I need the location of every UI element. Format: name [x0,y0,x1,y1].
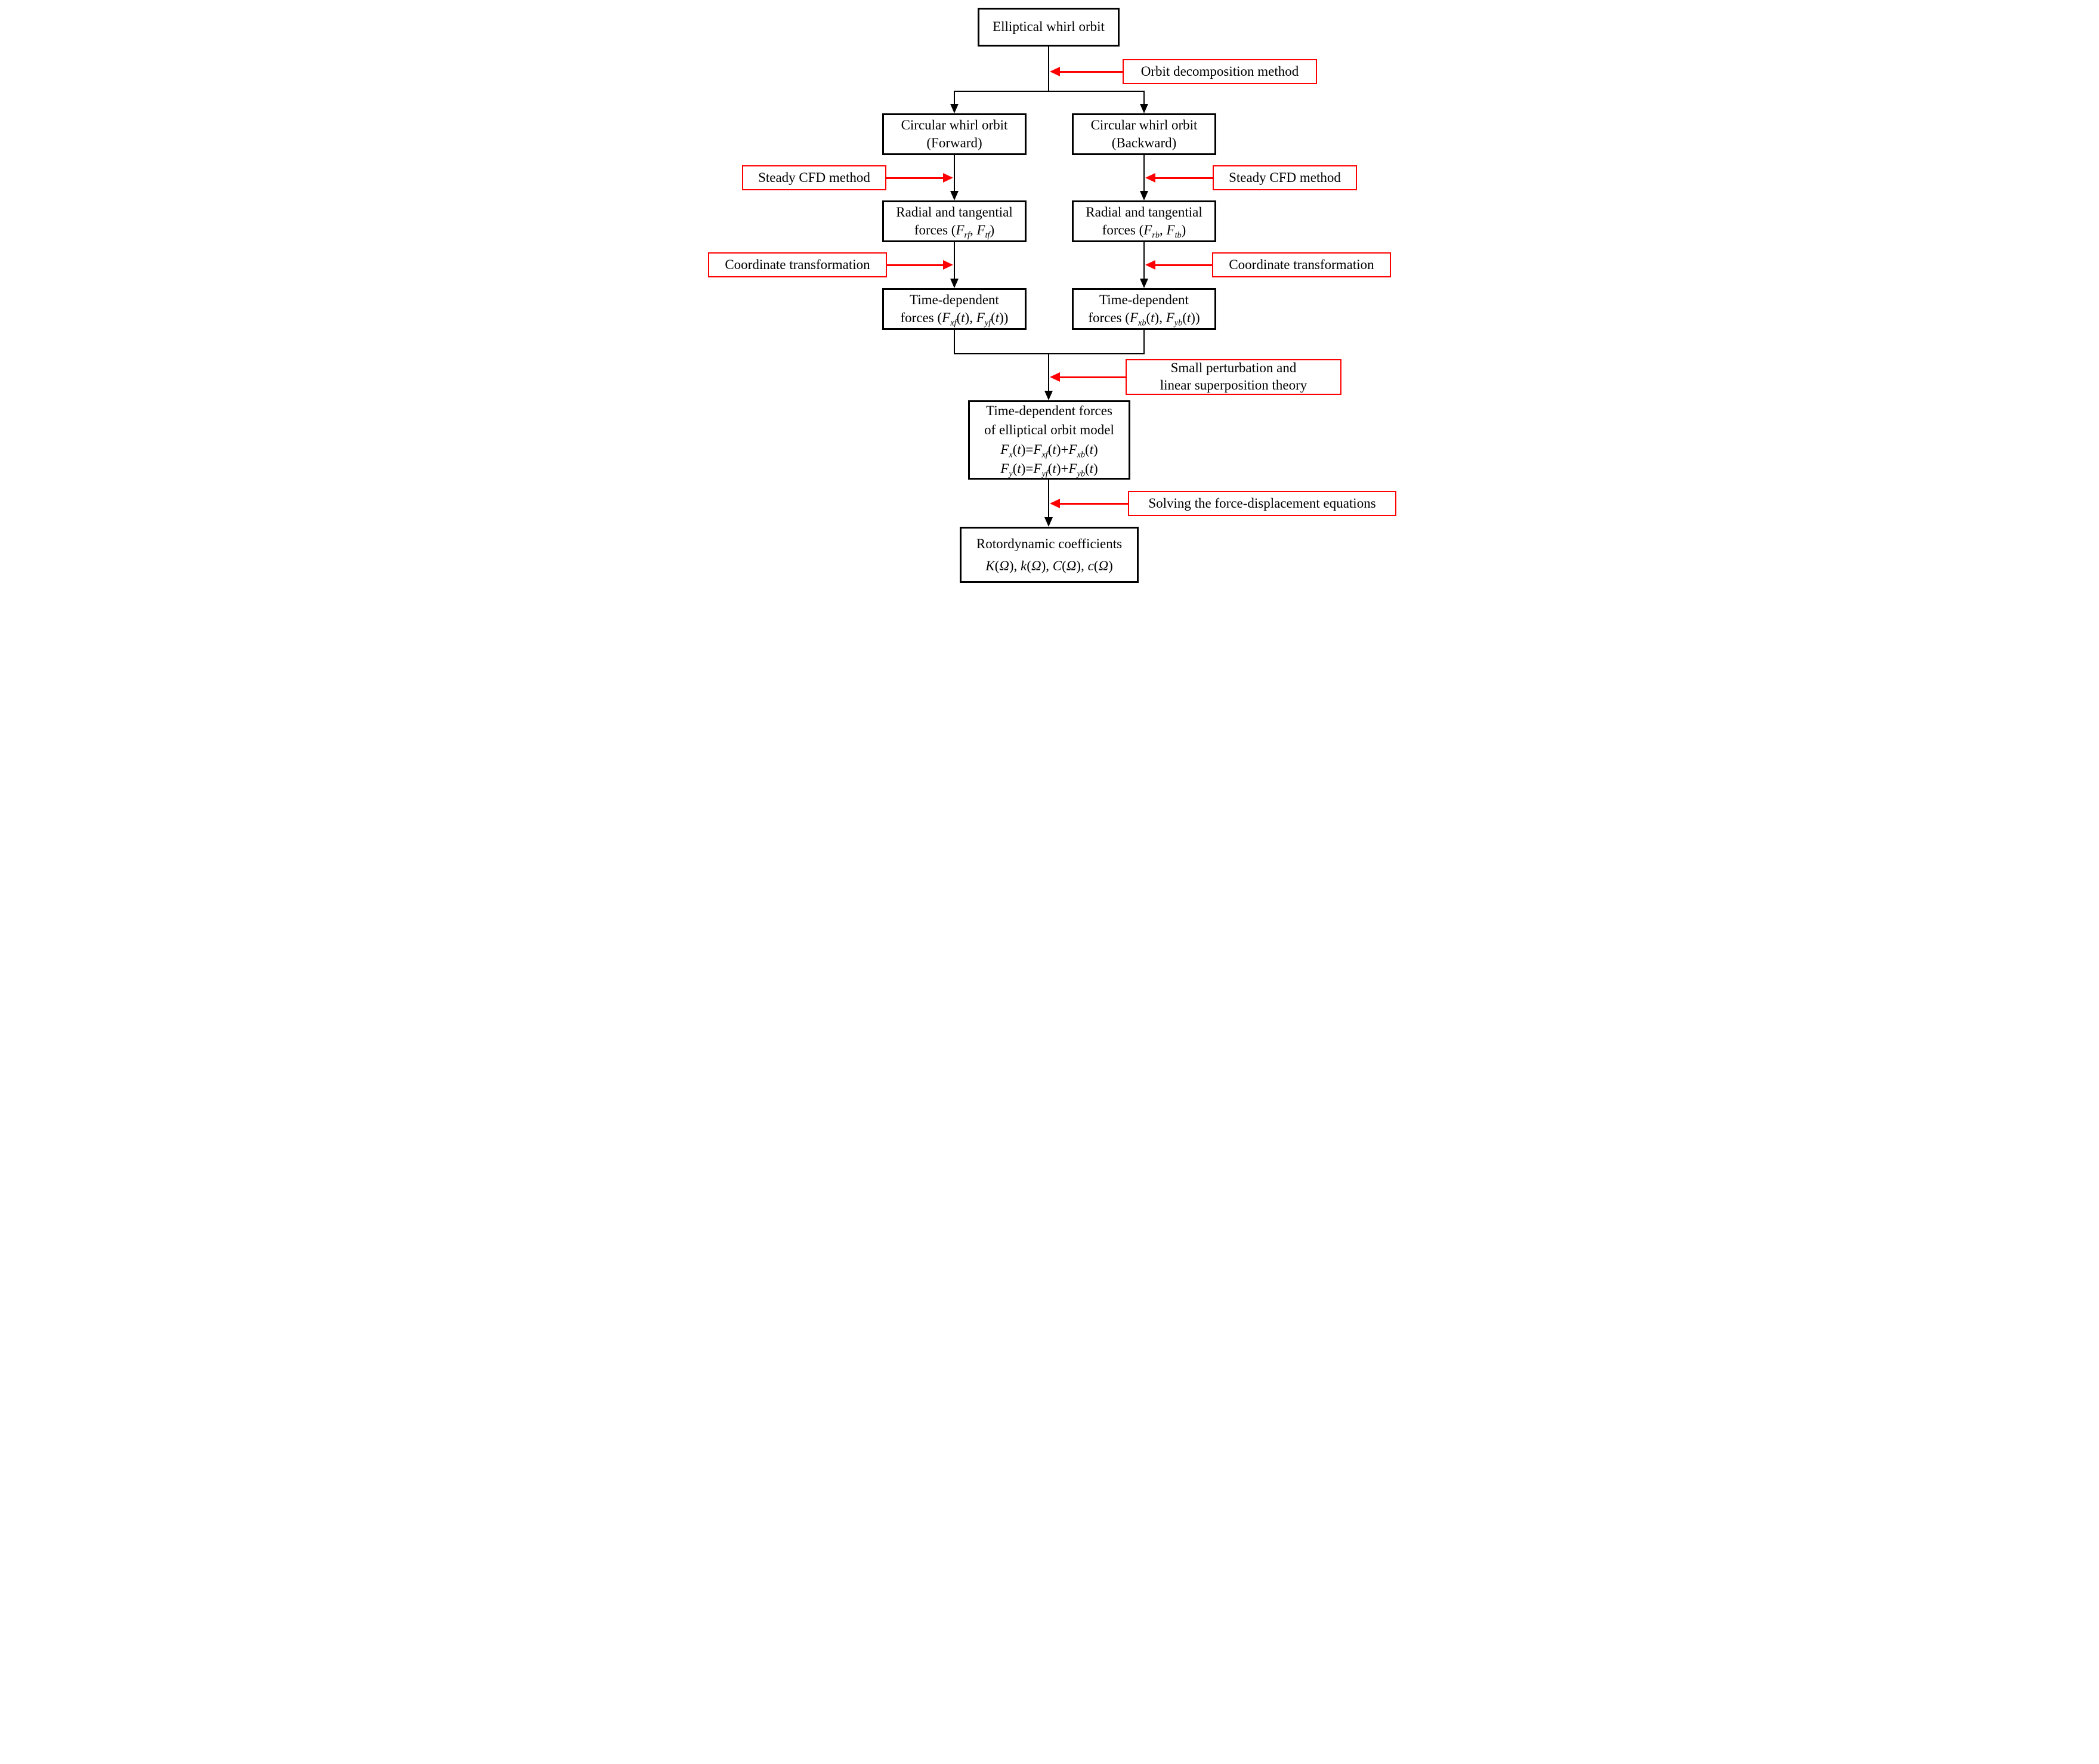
label-steady-cfd-method-left: Steady CFD method [742,165,886,190]
connector-merge-right-vertical [1143,330,1145,354]
arrowhead-down-icon [1044,391,1053,400]
red-arrow-shaft [1059,71,1123,73]
label-coordinate-transformation-left: Coordinate transformation [708,252,887,277]
red-arrowhead-left-icon [1050,67,1060,76]
node-radial-tangential-forward: Radial and tangential forces (Frf, Ftf) [882,200,1027,242]
label-steady-cfd-method-right: Steady CFD method [1213,165,1357,190]
flowchart-canvas: Elliptical whirl orbit Circular whirl or… [700,0,1399,588]
red-arrowhead-left-icon [1050,499,1060,508]
connector-split-horizontal [954,91,1145,92]
connector-split-left-vertical [954,91,955,105]
red-arrowhead-left-icon [1050,372,1060,382]
node-line: Rotordynamic coefficients [976,536,1123,551]
connector-left-row2-row3 [954,242,955,280]
node-elliptical-whirl-orbit: Elliptical whirl orbit [978,8,1120,47]
red-arrow-shaft [1154,264,1212,266]
connector-top-vertical [1048,47,1049,92]
node-line: (Backward) [1111,135,1177,150]
red-arrow-shaft [886,177,944,179]
connector-merge-horizontal [954,353,1145,354]
red-arrowhead-left-icon [1145,260,1155,270]
node-circular-whirl-forward: Circular whirl orbit (Forward) [882,113,1027,155]
arrowhead-down-icon [950,191,959,200]
node-radial-tangential-backward: Radial and tangential forces (Frb, Ftb) [1072,200,1216,242]
node-line: Time-dependent [910,292,999,307]
node-equation: Fy(t)=Fyf(t)+Fyb(t) [1000,461,1098,479]
label-line: Small perturbation and [1170,360,1297,376]
label-line: Steady CFD method [758,169,870,185]
node-line: Time-dependent forces [986,403,1112,419]
connector-split-right-vertical [1143,91,1145,105]
label-small-perturbation-theory: Small perturbation and linear superposit… [1126,359,1341,395]
node-time-dependent-forward: Time-dependent forces (Fxf(t), Fyf(t)) [882,288,1027,330]
node-line: Radial and tangential [1086,204,1202,220]
connector-merge-center-vertical [1048,353,1049,392]
red-arrow-shaft [1154,177,1213,179]
node-rotordynamic-coefficients: Rotordynamic coefficients K(Ω), k(Ω), C(… [960,527,1139,583]
red-arrowhead-right-icon [943,260,953,270]
label-line: linear superposition theory [1160,378,1307,393]
red-arrow-shaft [1059,503,1128,505]
label-line: Coordinate transformation [1229,257,1374,272]
node-line: forces (Frb, Ftb) [1102,223,1186,240]
label-line: Coordinate transformation [725,257,870,272]
node-line: forces (Fxb(t), Fyb(t)) [1088,310,1200,328]
red-arrowhead-left-icon [1145,173,1155,183]
connector-left-row1-row2 [954,155,955,192]
label-line: Orbit decomposition method [1140,63,1299,79]
connector-final-vertical [1048,480,1049,518]
red-arrow-shaft [1059,376,1126,378]
label-solving-force-displacement-equations: Solving the force-displacement equations [1128,491,1396,516]
node-time-dependent-backward: Time-dependent forces (Fxb(t), Fyb(t)) [1072,288,1216,330]
arrowhead-down-icon [1140,104,1148,113]
connector-right-row2-row3 [1143,242,1145,280]
node-line: Circular whirl orbit [1090,117,1198,132]
arrowhead-down-icon [1140,191,1148,200]
arrowhead-down-icon [1140,279,1148,288]
label-orbit-decomposition-method: Orbit decomposition method [1123,59,1317,84]
node-line: forces (Frf, Ftf) [914,223,995,240]
node-line: of elliptical orbit model [984,422,1114,438]
node-line: Elliptical whirl orbit [993,19,1105,35]
label-line: Solving the force-displacement equations [1148,495,1376,511]
node-circular-whirl-backward: Circular whirl orbit (Backward) [1072,113,1216,155]
arrowhead-down-icon [1044,517,1053,527]
arrowhead-down-icon [950,279,959,288]
node-line: forces (Fxf(t), Fyf(t)) [900,310,1009,328]
node-line: Time-dependent [1099,292,1189,307]
node-line: Circular whirl orbit [901,117,1008,132]
node-line: Radial and tangential [896,204,1013,220]
node-equation: Fx(t)=Fxf(t)+Fxb(t) [1000,441,1098,460]
label-coordinate-transformation-right: Coordinate transformation [1212,252,1391,277]
node-elliptical-model-forces: Time-dependent forces of elliptical orbi… [968,400,1130,480]
label-line: Steady CFD method [1229,169,1341,185]
red-arrowhead-right-icon [943,173,953,183]
connector-merge-left-vertical [954,330,955,354]
node-line: (Forward) [926,135,982,150]
node-equation: K(Ω), k(Ω), C(Ω), c(Ω) [985,558,1113,573]
connector-right-row1-row2 [1143,155,1145,192]
red-arrow-shaft [887,264,944,266]
arrowhead-down-icon [950,104,959,113]
